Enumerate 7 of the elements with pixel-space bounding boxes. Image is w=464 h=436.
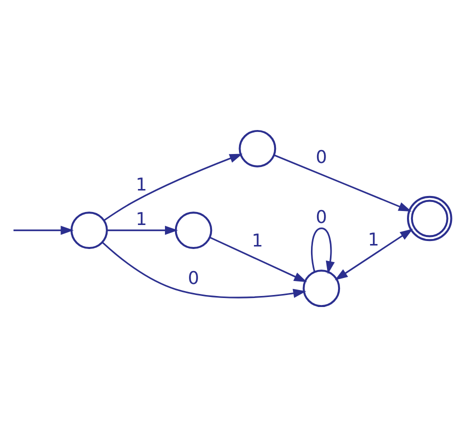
edge-label: 1 (252, 230, 264, 251)
edge-label: 1 (136, 174, 147, 195)
edge-label: 0 (188, 268, 200, 288)
edge-label: 0 (316, 147, 328, 168)
edge-label: 0 (316, 207, 328, 228)
edge-label: 1 (368, 230, 380, 250)
edge-label: 1 (136, 209, 147, 230)
